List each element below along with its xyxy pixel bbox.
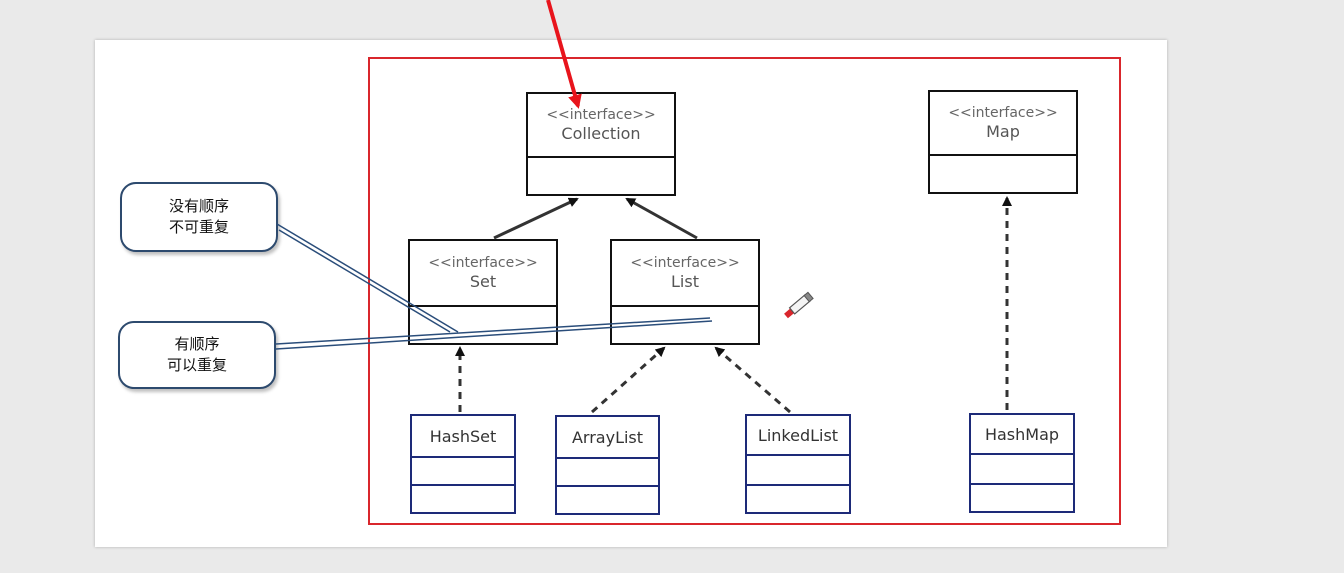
linkedlist-name: LinkedList [747,416,849,456]
list-note-line2: 可以重复 [166,356,227,374]
map-name: Map [986,121,1020,141]
pencil-icon [784,291,814,319]
arraylist-name: ArrayList [557,417,658,459]
hashmap-name: HashMap [971,415,1073,455]
list-to-collection-arrow [625,197,698,240]
list-note-connector [275,317,713,350]
collection-name: Collection [561,123,641,143]
list-name: List [671,271,699,291]
hashset-name: HashSet [412,416,514,458]
hashmap-class-box: HashMap [969,413,1075,513]
red-pointer-arrow [546,0,582,109]
list-note-line1: 有顺序 [174,335,220,353]
set-note-line2: 不可重复 [168,218,229,236]
linkedlist-class-box: LinkedList [745,414,851,514]
list-note-callout: 有顺序 可以重复 [118,321,276,389]
linkedlist-to-list-arrow [714,346,791,414]
arraylist-class-box: ArrayList [555,415,660,515]
collection-stereotype: <<interface>> [546,106,656,123]
set-note-callout: 没有顺序 不可重复 [120,182,278,252]
set-name: Set [469,271,497,291]
set-stereotype: <<interface>> [428,254,538,271]
arraylist-to-list-arrow [591,346,666,414]
list-stereotype: <<interface>> [630,254,740,271]
list-interface-box: <<interface>> List [610,239,760,345]
diagram-frame [368,57,1121,525]
set-to-collection-arrow [493,197,579,240]
set-note-connector [276,223,459,333]
hashset-class-box: HashSet [410,414,516,514]
collection-interface-box: <<interface>> Collection [526,92,676,196]
set-note-line1: 没有顺序 [168,197,229,215]
map-stereotype: <<interface>> [948,104,1058,121]
set-interface-box: <<interface>> Set [408,239,558,345]
map-interface-box: <<interface>> Map [928,90,1078,194]
